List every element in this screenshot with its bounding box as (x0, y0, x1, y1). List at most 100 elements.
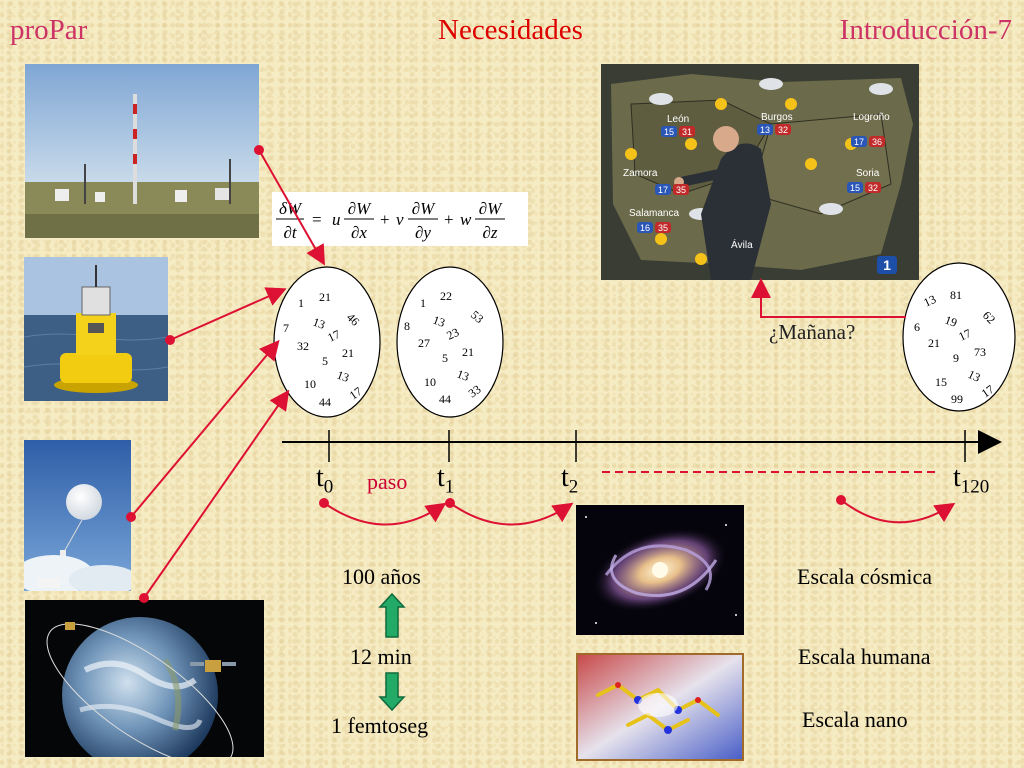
bubble-number: 5 (322, 354, 328, 368)
map-city-logrono: Logroño (853, 112, 890, 123)
map-temp: 32 (868, 183, 878, 193)
bubble-number: 17 (956, 326, 973, 344)
map-temp: 15 (664, 127, 674, 137)
bubble-number: 27 (418, 336, 430, 350)
bubble-number: 13 (921, 292, 938, 310)
map-temp: 36 (872, 137, 882, 147)
bubble-number: 21 (928, 336, 940, 350)
step-label: paso (367, 469, 408, 494)
weather-balloon-photo (24, 440, 131, 591)
map-temp: 32 (778, 125, 788, 135)
bubble-number: 13 (455, 367, 471, 384)
label-t1: t1 (437, 462, 455, 498)
buoy-photo (24, 257, 168, 401)
bubble-number: 44 (319, 395, 331, 409)
green-arrow-up (378, 592, 406, 638)
bubble-number: 21 (342, 346, 354, 360)
bubble-number: 9 (953, 351, 959, 365)
channel-badge: 1 (883, 257, 891, 273)
eq-term3-bottom: ∂z (482, 223, 497, 242)
bubble-number: 73 (974, 345, 986, 359)
arrow-buoy-to-t0 (169, 287, 287, 341)
bubble-number: 10 (304, 377, 316, 391)
map-city-zamora: Zamora (623, 168, 658, 179)
step-arrow-to-t120 (840, 499, 956, 524)
scale-cosmic-label: Escala cósmica (797, 564, 932, 589)
eq-coef-v: v (396, 210, 404, 229)
slide-title: Necesidades (438, 14, 583, 46)
eq-coef-u: u (332, 210, 341, 229)
bubble-number: 6 (914, 320, 920, 334)
step-arrow-t0-t1 (323, 502, 447, 526)
bubble-number: 44 (439, 392, 451, 406)
weather-forecast-photo: León Burgos Logroño Zamora Soria Salaman… (601, 64, 919, 280)
bubble-number: 10 (424, 375, 436, 389)
bubble-number: 13 (431, 313, 447, 330)
bubble-number: 21 (462, 345, 474, 359)
eq-lhs-top: δW (279, 199, 303, 218)
map-city-salamanca: Salamanca (629, 208, 679, 219)
arrow-station-to-t0 (258, 149, 325, 266)
scale-human-label: Escala humana (798, 644, 931, 669)
map-temp: 17 (854, 137, 864, 147)
time-12-min: 12 min (350, 644, 412, 669)
time-1-femtosecond: 1 femtoseg (331, 713, 429, 738)
label-t2: t2 (561, 462, 579, 498)
nano-molecule-photo (576, 653, 744, 761)
bubble-number: 13 (311, 315, 327, 332)
eq-term2-bottom: ∂y (415, 223, 431, 242)
bubble-number: 13 (966, 367, 983, 385)
bubble-number: 8 (404, 319, 410, 333)
eq-term3-top: ∂W (479, 199, 503, 218)
map-city-avila: Ávila (731, 238, 753, 251)
svg-text:+: + (380, 210, 390, 229)
arrow-balloon-to-t0 (130, 339, 280, 518)
label-t0: t0 (316, 462, 334, 498)
bubble-number: 99 (951, 392, 963, 406)
bubble-number: 1 (420, 296, 426, 310)
bubble-number: 81 (950, 288, 962, 302)
bubble-number: 22 (440, 289, 452, 303)
map-temp: 15 (850, 183, 860, 193)
map-temp: 13 (760, 125, 770, 135)
advection-equation: δW ∂t = u ∂W ∂x + v ∂W ∂y + w ∂W ∂z (272, 192, 528, 246)
map-city-burgos: Burgos (761, 112, 793, 123)
bubble-number: 1 (298, 296, 304, 310)
eq-lhs-bottom: ∂t (283, 223, 297, 242)
state-bubble-t120 (902, 262, 1016, 412)
galaxy-photo (576, 505, 744, 635)
step-arrow-t1-t2 (449, 502, 574, 526)
eq-coef-w: w (460, 210, 472, 229)
bubble-number: 19 (943, 313, 959, 330)
eq-term1-top: ∂W (348, 199, 372, 218)
satellite-earth-photo (25, 600, 264, 757)
bubble-number: 15 (935, 375, 947, 389)
eq-term1-bottom: ∂x (351, 223, 367, 242)
bubble-number: 21 (319, 290, 331, 304)
bubble-number: 5 (442, 351, 448, 365)
svg-text:=: = (312, 210, 322, 229)
scale-nano-label: Escala nano (802, 707, 908, 732)
eq-term2-top: ∂W (412, 199, 436, 218)
state-bubble-t1 (396, 266, 504, 418)
map-temp: 31 (682, 127, 692, 137)
map-temp: 35 (658, 223, 668, 233)
time-100-years: 100 años (342, 564, 421, 589)
map-temp: 17 (658, 185, 668, 195)
bubble-number: 7 (283, 321, 289, 335)
header-left-title: proPar (10, 14, 88, 46)
bubble-number: 13 (335, 368, 351, 385)
bubble-number: 17 (325, 327, 342, 345)
map-temp: 35 (676, 185, 686, 195)
arrow-t120-to-forecast (751, 278, 906, 318)
bubble-number: 23 (444, 325, 461, 343)
arrow-satellite-to-t0 (143, 389, 290, 599)
bubble-number: 32 (297, 339, 309, 353)
svg-text:+: + (444, 210, 454, 229)
green-arrow-down (378, 672, 406, 712)
tomorrow-question: ¿Mañana? (769, 320, 856, 344)
map-city-soria: Soria (856, 168, 880, 179)
map-city-leon: León (667, 114, 689, 125)
slide-number-title: Introducción-7 (839, 14, 1012, 46)
